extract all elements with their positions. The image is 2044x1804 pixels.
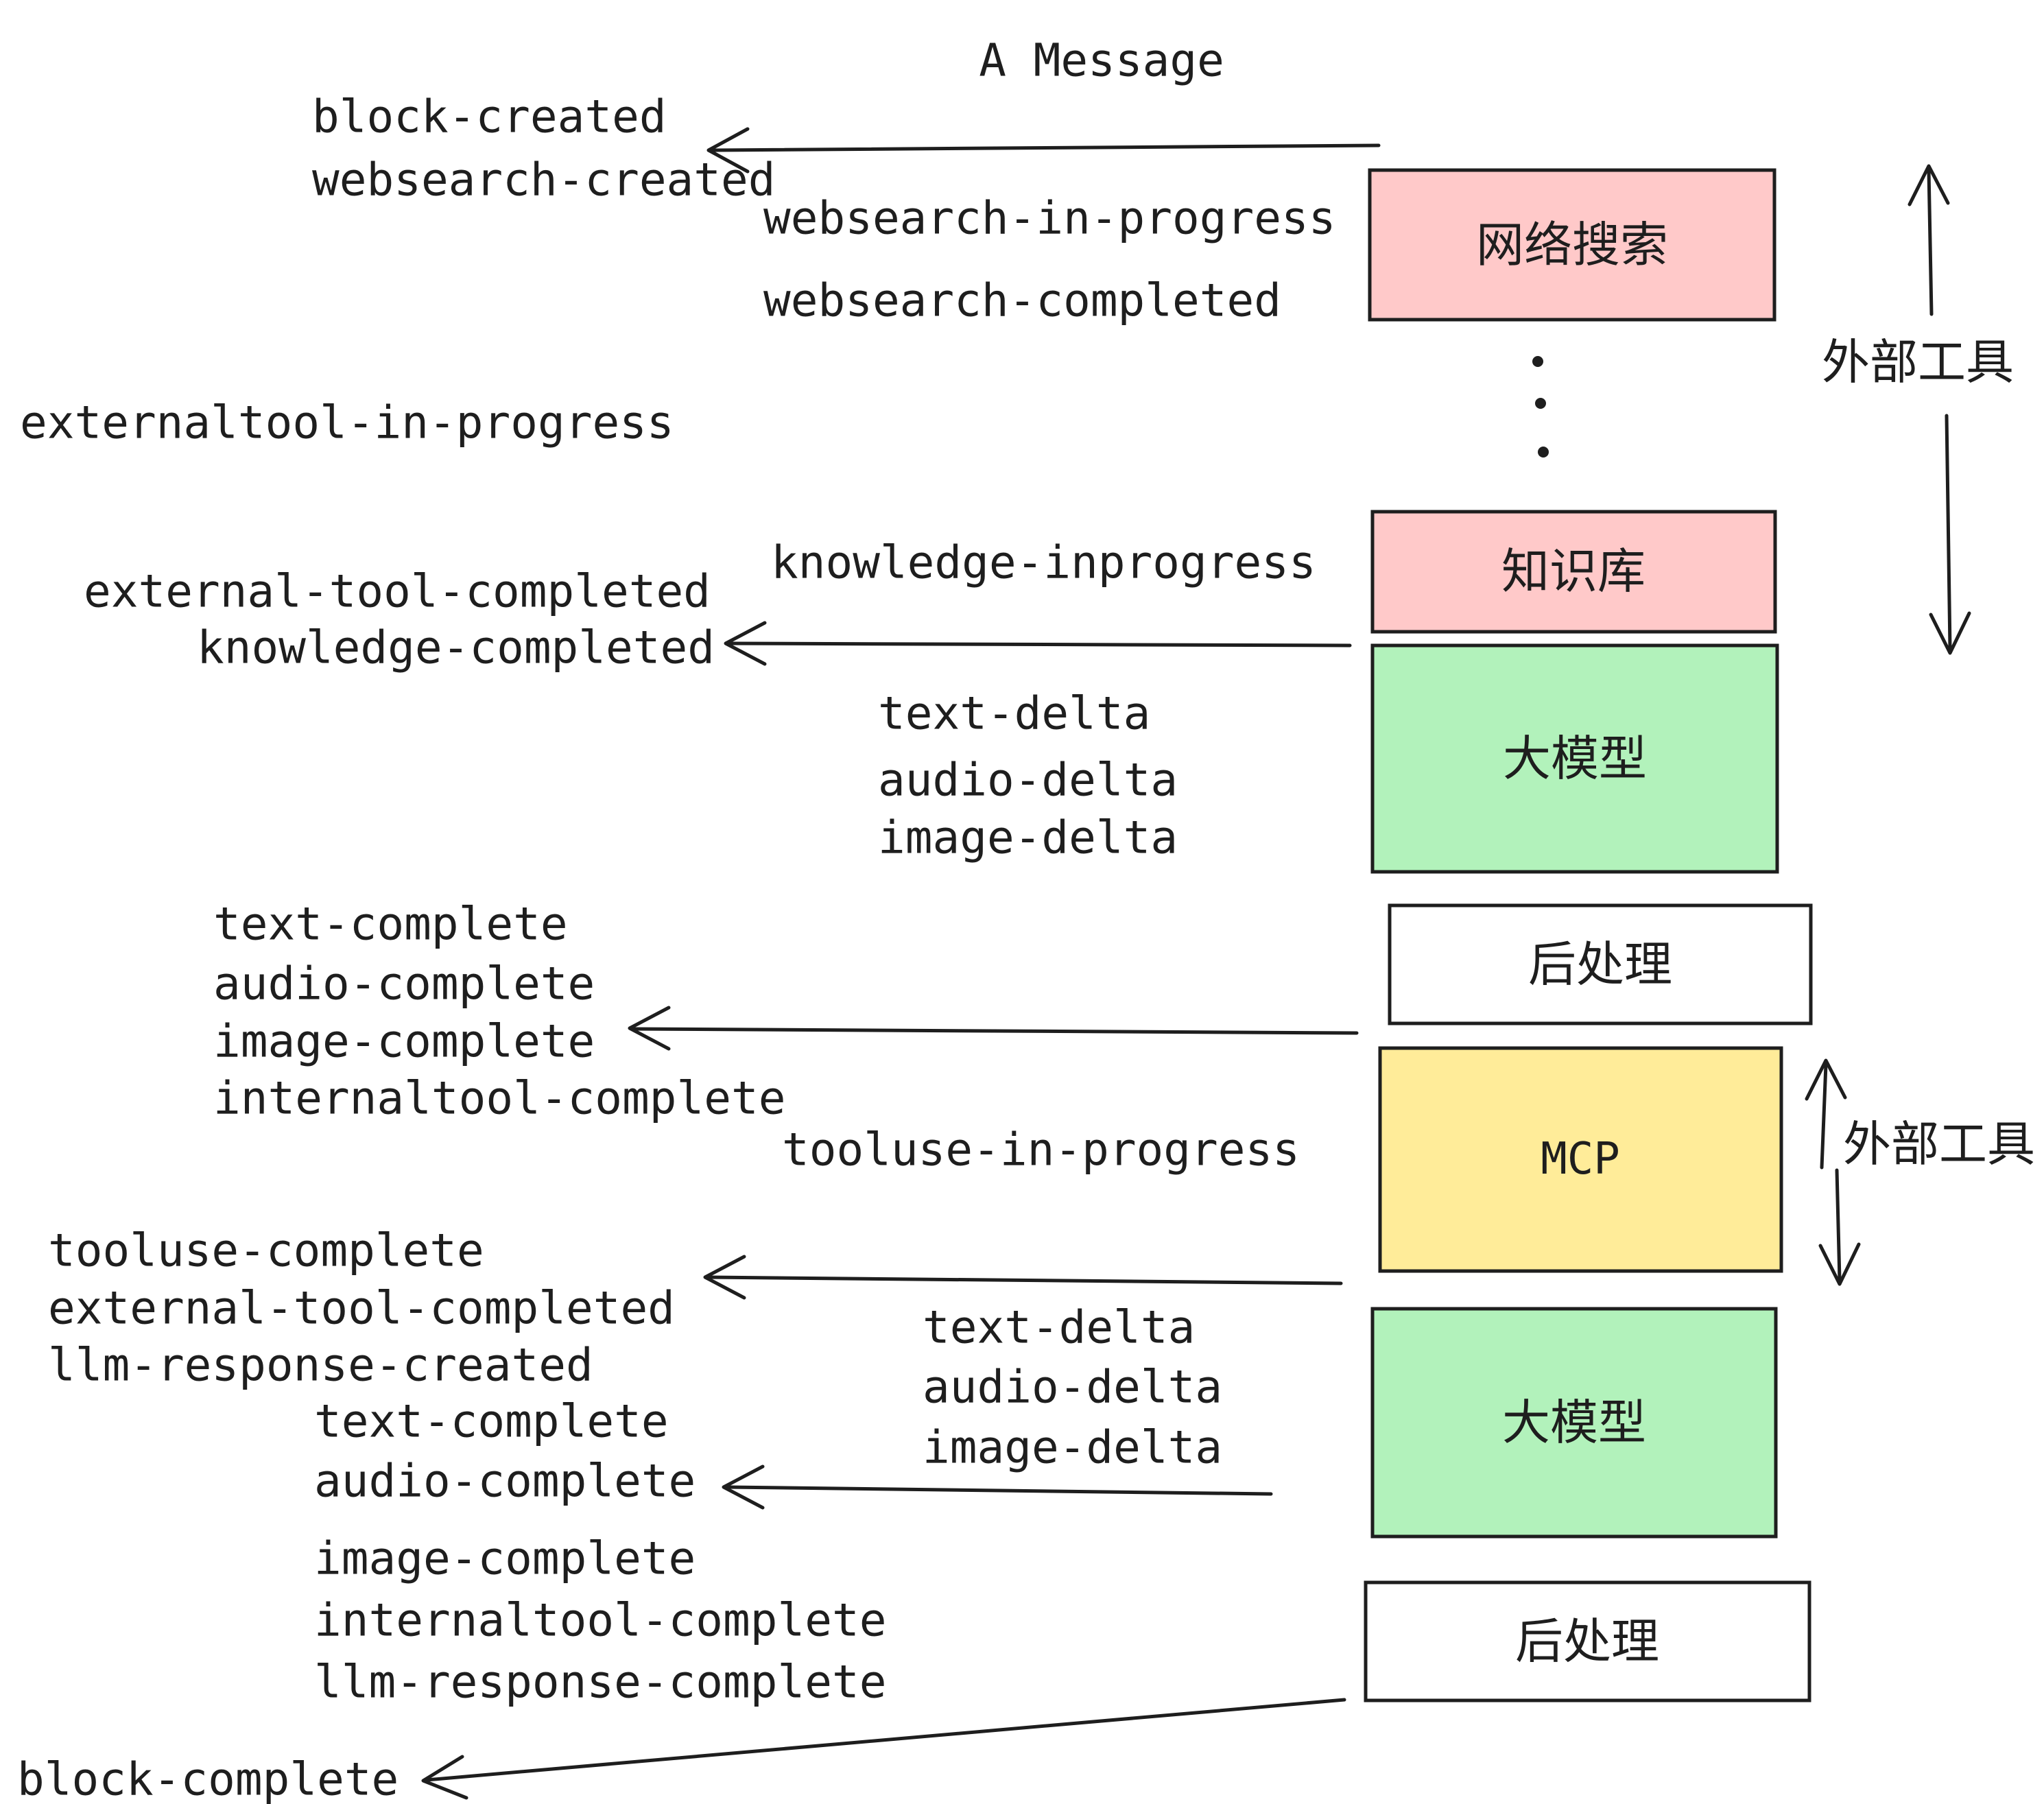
event-image-complete-2: image-complete bbox=[314, 1532, 696, 1585]
box-postprocess-1: 后处理 bbox=[1388, 903, 1813, 1025]
knowledge-box-rect bbox=[1370, 510, 1777, 634]
knowledge-box-label: 知识库 bbox=[1501, 543, 1645, 600]
external-tools-label: 外部工具 bbox=[1843, 1116, 2035, 1172]
event-audio-delta: audio-delta bbox=[878, 754, 1178, 807]
event-audio-delta-2: audio-delta bbox=[923, 1361, 1222, 1414]
vertical-ellipsis bbox=[1532, 356, 1549, 458]
event-tooluse-complete: tooluse-complete bbox=[48, 1224, 484, 1277]
event-tooluse-in-progress: tooluse-in-progress bbox=[782, 1124, 1300, 1176]
event-labels: block-created websearch-created websearc… bbox=[17, 91, 1335, 1804]
llm-box-rect bbox=[1370, 1307, 1778, 1539]
llm-box-label: 大模型 bbox=[1502, 1394, 1646, 1451]
arrow-shaft bbox=[630, 1027, 1359, 1035]
event-image-delta: image-delta bbox=[878, 811, 1178, 864]
left-arrow-head bbox=[703, 1255, 746, 1300]
event-external-tool-completed: external-tool-completed bbox=[84, 565, 711, 618]
llm-box-label: 大模型 bbox=[1503, 731, 1647, 787]
event-image-delta-2: image-delta bbox=[923, 1421, 1222, 1474]
down-arrow-shaft bbox=[1835, 1168, 1842, 1282]
event-websearch-created: websearch-created bbox=[312, 154, 776, 206]
event-image-complete: image-complete bbox=[213, 1015, 595, 1068]
event-block-complete: block-complete bbox=[17, 1753, 399, 1804]
arrow-block-created bbox=[706, 127, 1381, 174]
arrow-tooluse-complete bbox=[703, 1255, 1343, 1300]
box-llm-2: 大模型 bbox=[1370, 1307, 1778, 1539]
event-audio-complete-2: audio-complete bbox=[314, 1455, 696, 1508]
vertical-ellipsis-dot bbox=[1535, 398, 1546, 409]
arrow-audio-complete bbox=[722, 1464, 1273, 1510]
event-block-created: block-created bbox=[312, 91, 667, 143]
event-external-tool-completed-2: external-tool-completed bbox=[48, 1282, 675, 1335]
postprocess-box-label: 后处理 bbox=[1515, 1613, 1659, 1670]
event-websearch-in-progress: websearch-in-progress bbox=[763, 192, 1335, 245]
arrow-shaft bbox=[711, 143, 1381, 152]
event-text-delta-2: text-delta bbox=[923, 1301, 1195, 1354]
box-mcp: MCP bbox=[1378, 1046, 1783, 1273]
event-knowledge-inprogress: knowledge-inprogress bbox=[771, 536, 1316, 589]
postprocess-box-rect bbox=[1364, 1580, 1811, 1702]
up-arrow-head bbox=[1805, 1058, 1847, 1101]
event-internaltool-complete-2: internaltool-complete bbox=[314, 1594, 886, 1647]
event-knowledge-completed: knowledge-completed bbox=[197, 621, 715, 674]
event-text-complete-2: text-complete bbox=[314, 1395, 669, 1448]
external-tools-label: 外部工具 bbox=[1822, 334, 2014, 390]
diagram-title: A Message bbox=[979, 34, 1224, 87]
arrow-knowledge-completed bbox=[724, 621, 1352, 666]
up-arrow-shaft bbox=[1927, 168, 1934, 316]
event-llm-response-complete: llm-response-complete bbox=[314, 1656, 886, 1709]
box-postprocess-2: 后处理 bbox=[1364, 1580, 1811, 1702]
down-arrow-head bbox=[1818, 1242, 1861, 1286]
up-arrow-head bbox=[1908, 164, 1950, 206]
websearch-box-label: 网络搜索 bbox=[1476, 217, 1668, 273]
left-arrow-head bbox=[706, 127, 750, 174]
postprocess-box-rect bbox=[1388, 903, 1813, 1025]
down-arrow-head bbox=[1929, 611, 1971, 655]
arrow-shaft bbox=[706, 1275, 1343, 1285]
llm-box-rect bbox=[1370, 643, 1779, 874]
postprocess-box-label: 后处理 bbox=[1528, 936, 1672, 993]
external-tools-annotation-top: 外部工具 bbox=[1822, 164, 2014, 655]
left-arrow-head bbox=[421, 1755, 468, 1800]
event-text-delta: text-delta bbox=[878, 687, 1150, 740]
event-llm-response-created: llm-response-created bbox=[48, 1339, 593, 1392]
box-knowledge: 知识库 bbox=[1370, 510, 1777, 634]
up-arrow-shaft bbox=[1820, 1063, 1828, 1170]
left-arrow-head bbox=[628, 1006, 671, 1051]
event-internaltool-complete: internaltool-complete bbox=[213, 1072, 785, 1125]
arrow-image-complete bbox=[628, 1006, 1359, 1051]
down-arrow-shaft bbox=[1945, 414, 1952, 651]
box-llm-1: 大模型 bbox=[1370, 643, 1779, 874]
vertical-ellipsis-dot bbox=[1532, 356, 1543, 367]
box-websearch: 网络搜索 bbox=[1368, 168, 1776, 322]
vertical-ellipsis-dot bbox=[1538, 447, 1549, 458]
event-websearch-completed: websearch-completed bbox=[763, 274, 1281, 327]
arrow-block-complete bbox=[421, 1698, 1346, 1800]
mcp-box-rect bbox=[1378, 1046, 1783, 1273]
external-tools-annotation-mcp: 外部工具 bbox=[1805, 1058, 2035, 1286]
mcp-box-label: MCP bbox=[1541, 1134, 1620, 1185]
left-arrow-head bbox=[722, 1464, 765, 1510]
arrow-shaft bbox=[425, 1698, 1346, 1782]
event-text-complete: text-complete bbox=[213, 898, 568, 951]
arrow-shaft bbox=[726, 641, 1352, 648]
event-externaltool-in-progress: externaltool-in-progress bbox=[20, 396, 674, 449]
left-arrow-head bbox=[724, 621, 767, 666]
websearch-box-rect bbox=[1368, 168, 1776, 322]
arrow-shaft bbox=[725, 1485, 1273, 1496]
event-audio-complete: audio-complete bbox=[213, 958, 595, 1010]
